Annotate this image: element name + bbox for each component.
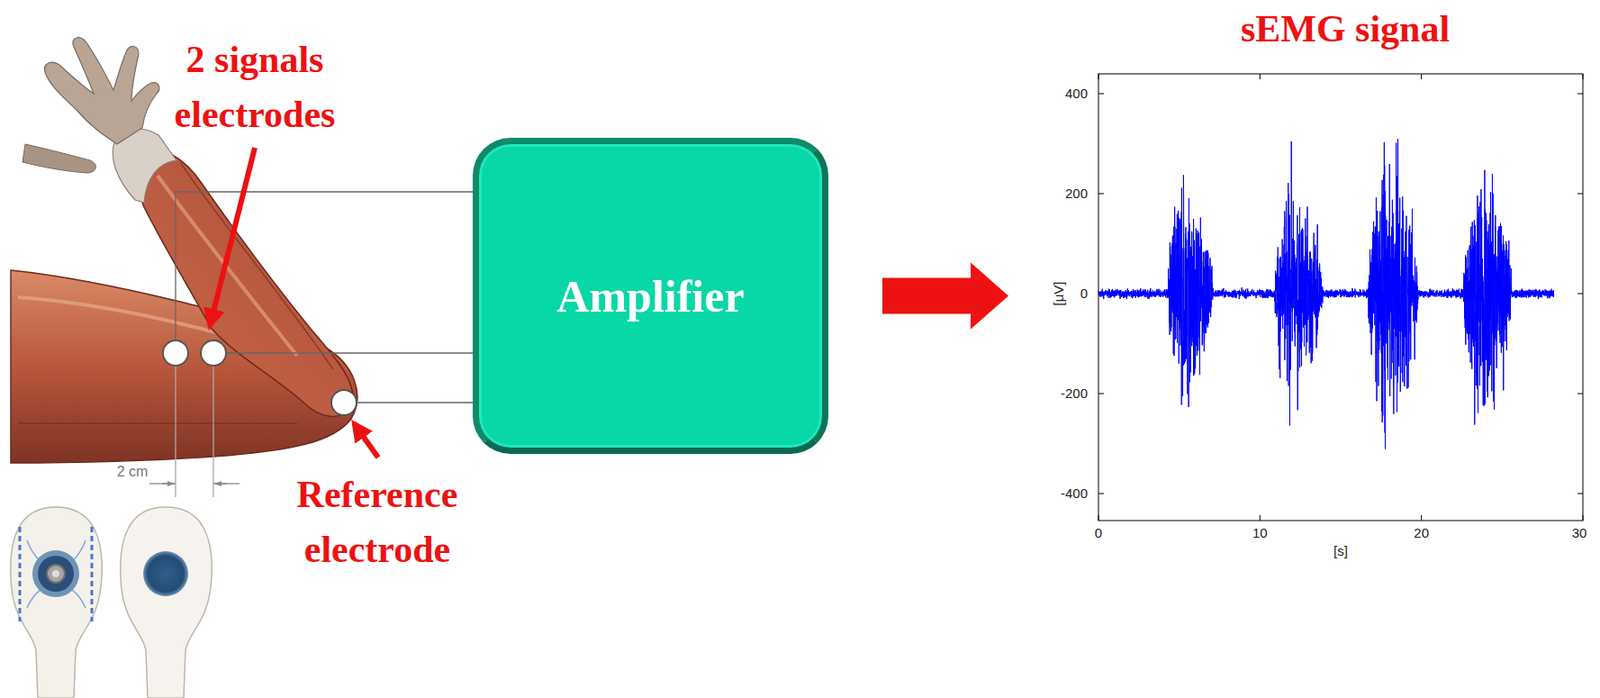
axis-ticks xyxy=(1098,73,1583,521)
tick-mark xyxy=(1577,93,1583,95)
tick-mark xyxy=(1577,193,1583,195)
tick-mark xyxy=(1577,493,1583,495)
tick-label: 0 xyxy=(1094,525,1103,542)
tick-mark xyxy=(1577,393,1583,395)
tick-mark xyxy=(1098,493,1104,495)
semg-trace xyxy=(1098,138,1555,449)
callout-arrow xyxy=(353,423,379,458)
tick-mark xyxy=(1098,193,1104,195)
tick-label: 0 xyxy=(1080,286,1088,302)
tick-mark xyxy=(1420,73,1422,80)
tick-mark xyxy=(1582,515,1584,521)
electrode-pad xyxy=(120,506,212,698)
tick-label: 20 xyxy=(1413,525,1429,542)
tick-label: 400 xyxy=(1065,86,1088,102)
tick-label: 10 xyxy=(1252,525,1268,542)
box-label: Amplifier xyxy=(556,270,744,323)
signal-electrode xyxy=(162,340,189,366)
tick-mark xyxy=(1420,515,1422,521)
tick-mark xyxy=(1098,515,1100,521)
reference-wire xyxy=(356,401,475,403)
signal-plot xyxy=(1098,73,1583,521)
electrodes xyxy=(162,340,357,416)
electrode-wires xyxy=(149,191,475,498)
reference-electrode xyxy=(331,389,357,416)
dimension-line xyxy=(174,365,176,498)
electrode-pad xyxy=(10,506,102,698)
signal-wire xyxy=(175,191,475,341)
tick-mark xyxy=(1098,93,1104,95)
callout-label: Reference electrode xyxy=(260,467,495,578)
callout-label: 2 signals electrodes xyxy=(137,32,372,143)
axis-title: [μV] xyxy=(1051,281,1067,307)
tick-label: 30 xyxy=(1572,525,1588,542)
amplifier-box: Amplifier xyxy=(472,137,829,454)
plot-title: sEMG signal xyxy=(1240,7,1450,51)
tick-mark xyxy=(1098,73,1100,80)
dimension-arrow xyxy=(215,482,240,484)
tick-label: 200 xyxy=(1065,186,1088,202)
dimension-arrow xyxy=(149,482,174,484)
tick-mark xyxy=(1098,393,1104,395)
tick-mark xyxy=(1259,515,1261,521)
tick-mark xyxy=(1259,73,1261,80)
signal-plot-panel: sEMG signal xyxy=(1012,5,1594,564)
callout-arrow xyxy=(209,147,255,326)
tick-label: -200 xyxy=(1060,386,1088,402)
dimension-label: 2 cm xyxy=(117,463,149,480)
axis-title: [s] xyxy=(1333,543,1348,560)
signal-wire xyxy=(225,352,475,353)
block-arrow xyxy=(882,262,1009,330)
tick-mark xyxy=(1582,73,1584,80)
signal-electrode xyxy=(200,340,226,366)
plot-frame xyxy=(1098,73,1583,521)
tick-mark xyxy=(1577,293,1583,295)
dimension-line xyxy=(212,365,214,498)
tick-label: -400 xyxy=(1060,486,1088,502)
